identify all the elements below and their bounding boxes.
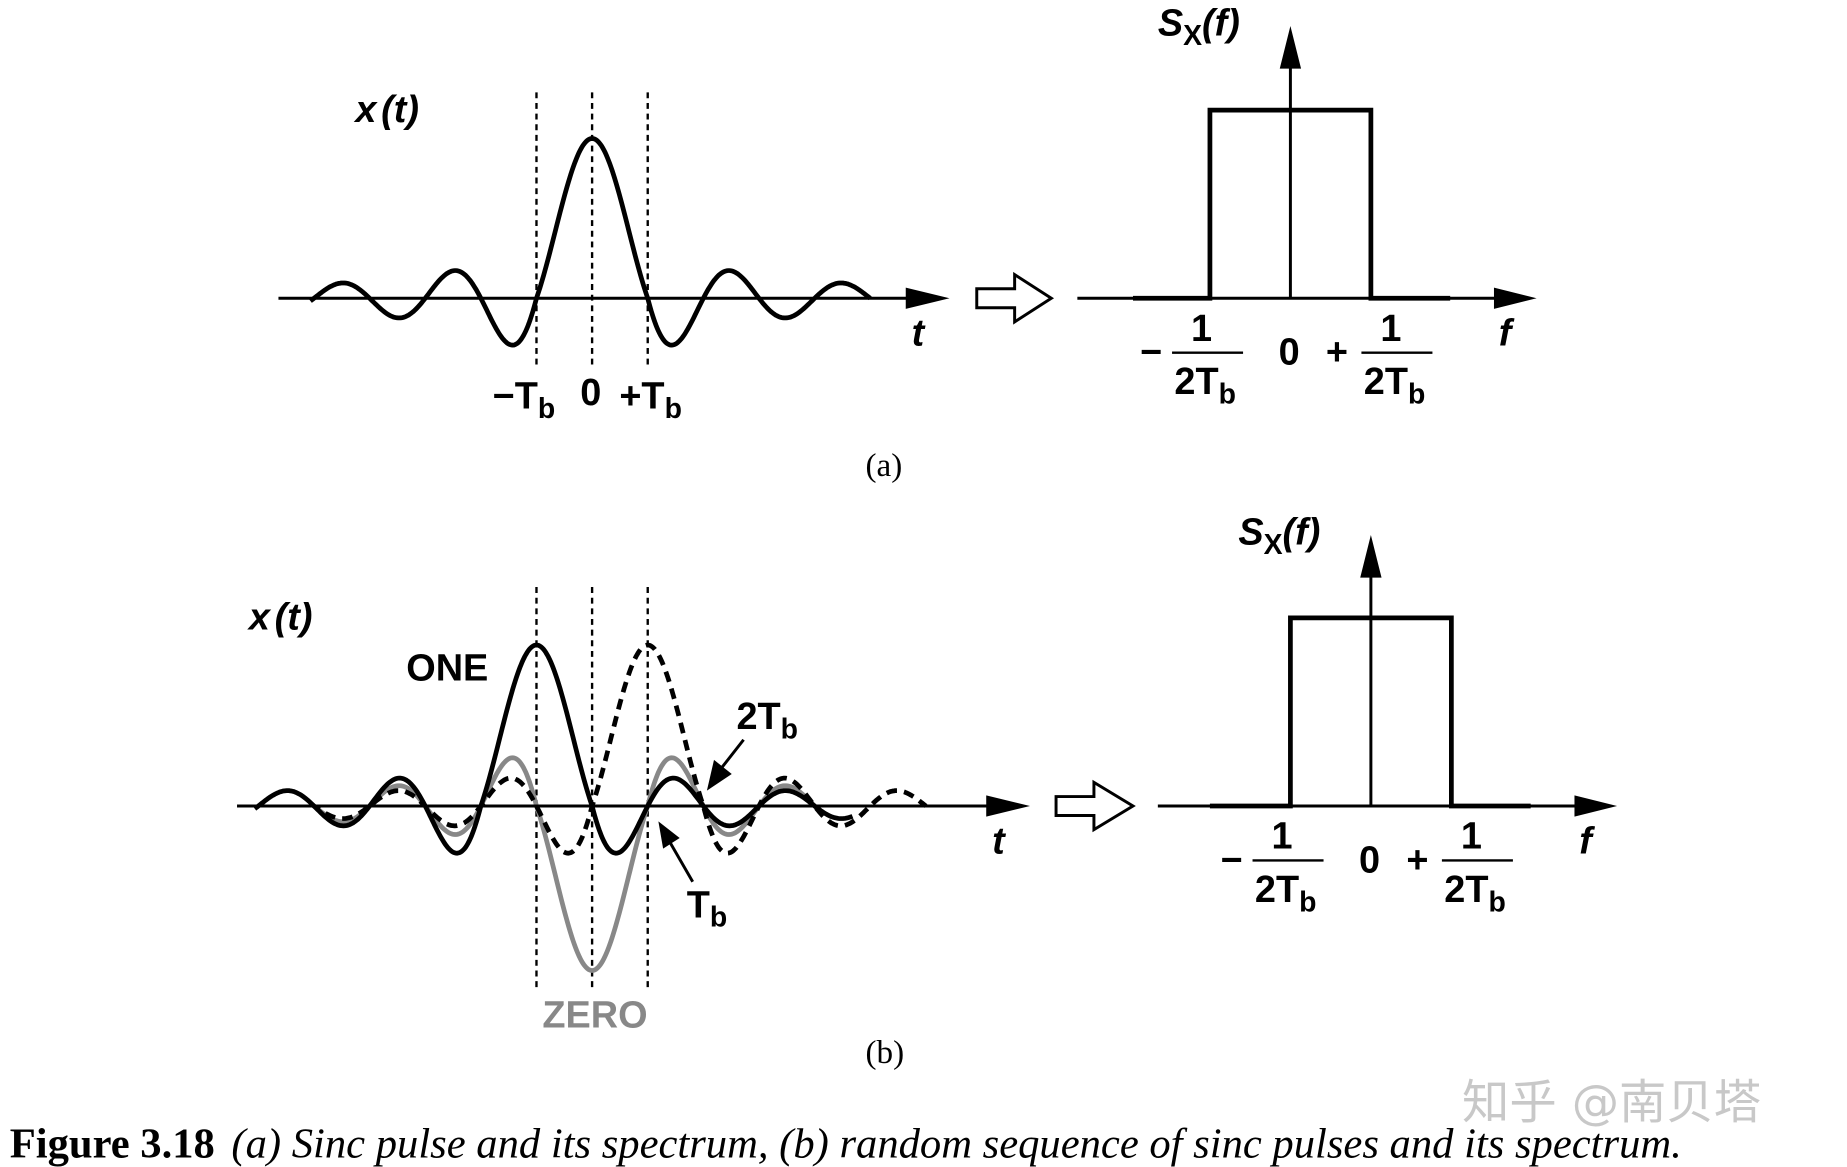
neg-num-b: 1 <box>1271 816 1292 858</box>
one-pulse-curve <box>253 642 854 856</box>
pos-den: 2Tb <box>1364 361 1426 410</box>
x-axis-label-b: t <box>992 820 1006 862</box>
freq-axis-b-arrow <box>1574 795 1618 817</box>
pos-den-b: 2Tb <box>1444 869 1506 918</box>
zero-pulse-curve <box>309 755 819 973</box>
spectrum-rect-b <box>1209 615 1531 809</box>
time-axis-b-arrow <box>986 795 1031 817</box>
spectrum-rect <box>1132 107 1451 301</box>
panel-a-time: x(t) t −Tb 0 +Tb <box>278 89 950 425</box>
dashed-pulse-curve <box>309 642 928 856</box>
sinc-pulse-curve <box>308 136 872 348</box>
spectrum-y-label-b: SX(f) <box>1238 511 1320 560</box>
figure-caption: Figure 3.18(a) Sinc pulse and its spectr… <box>10 1121 1682 1167</box>
pos-sign: + <box>1326 332 1348 374</box>
neg-num: 1 <box>1191 308 1212 350</box>
time-axis-arrow <box>905 287 950 309</box>
spectrum-axis-arrow <box>1279 26 1302 69</box>
freq-axis-arrow <box>1493 287 1537 309</box>
neg-den-b: 2Tb <box>1255 869 1317 918</box>
tb-arrow <box>668 841 694 883</box>
tick-minus-tb: −Tb <box>493 375 556 424</box>
pos-num-b: 1 <box>1461 816 1482 858</box>
transform-arrow-b <box>1054 779 1136 833</box>
x-axis-label: t <box>912 313 926 355</box>
panel-b-time: x(t) t ONE ZERO 2Tb Tb <box>237 587 1031 1036</box>
pos-num: 1 <box>1380 308 1401 350</box>
neg-sign-b: − <box>1221 839 1243 881</box>
y-axis-label-b: x(t) <box>247 597 313 639</box>
two-tb-label: 2Tb <box>736 696 798 745</box>
freq-label-b: f <box>1579 820 1595 862</box>
transform-arrow-a <box>975 271 1055 325</box>
one-label: ONE <box>406 648 488 690</box>
panel-a-spectrum: SX(f) f − 1 2Tb 0 + 1 2Tb <box>1077 3 1537 411</box>
tb-arrowhead <box>658 821 680 849</box>
tick-zero: 0 <box>580 372 601 414</box>
neg-sign: − <box>1140 332 1162 374</box>
spectrum-y-label: SX(f) <box>1158 3 1240 52</box>
y-axis-label: x(t) <box>353 89 419 131</box>
panel-b-spectrum: SX(f) f − 1 2Tb 0 + 1 2Tb <box>1157 511 1618 918</box>
neg-den: 2Tb <box>1174 361 1236 410</box>
tick-plus-tb: +Tb <box>619 375 682 424</box>
spectrum-axis-b-arrow <box>1360 534 1382 578</box>
zero-label-spec-b: 0 <box>1359 839 1380 881</box>
pos-sign-b: + <box>1406 839 1428 881</box>
watermark: 知乎 @南贝塔 <box>1462 1075 1761 1130</box>
two-tb-arrow <box>721 738 745 768</box>
tb-label: Tb <box>687 884 727 933</box>
freq-label: f <box>1499 313 1515 355</box>
zero-label-b: ZERO <box>542 994 647 1036</box>
two-tb-arrowhead <box>706 759 732 791</box>
caption-b: (b) <box>866 1034 905 1071</box>
caption-a: (a) <box>866 447 903 484</box>
zero-label: 0 <box>1279 332 1300 374</box>
